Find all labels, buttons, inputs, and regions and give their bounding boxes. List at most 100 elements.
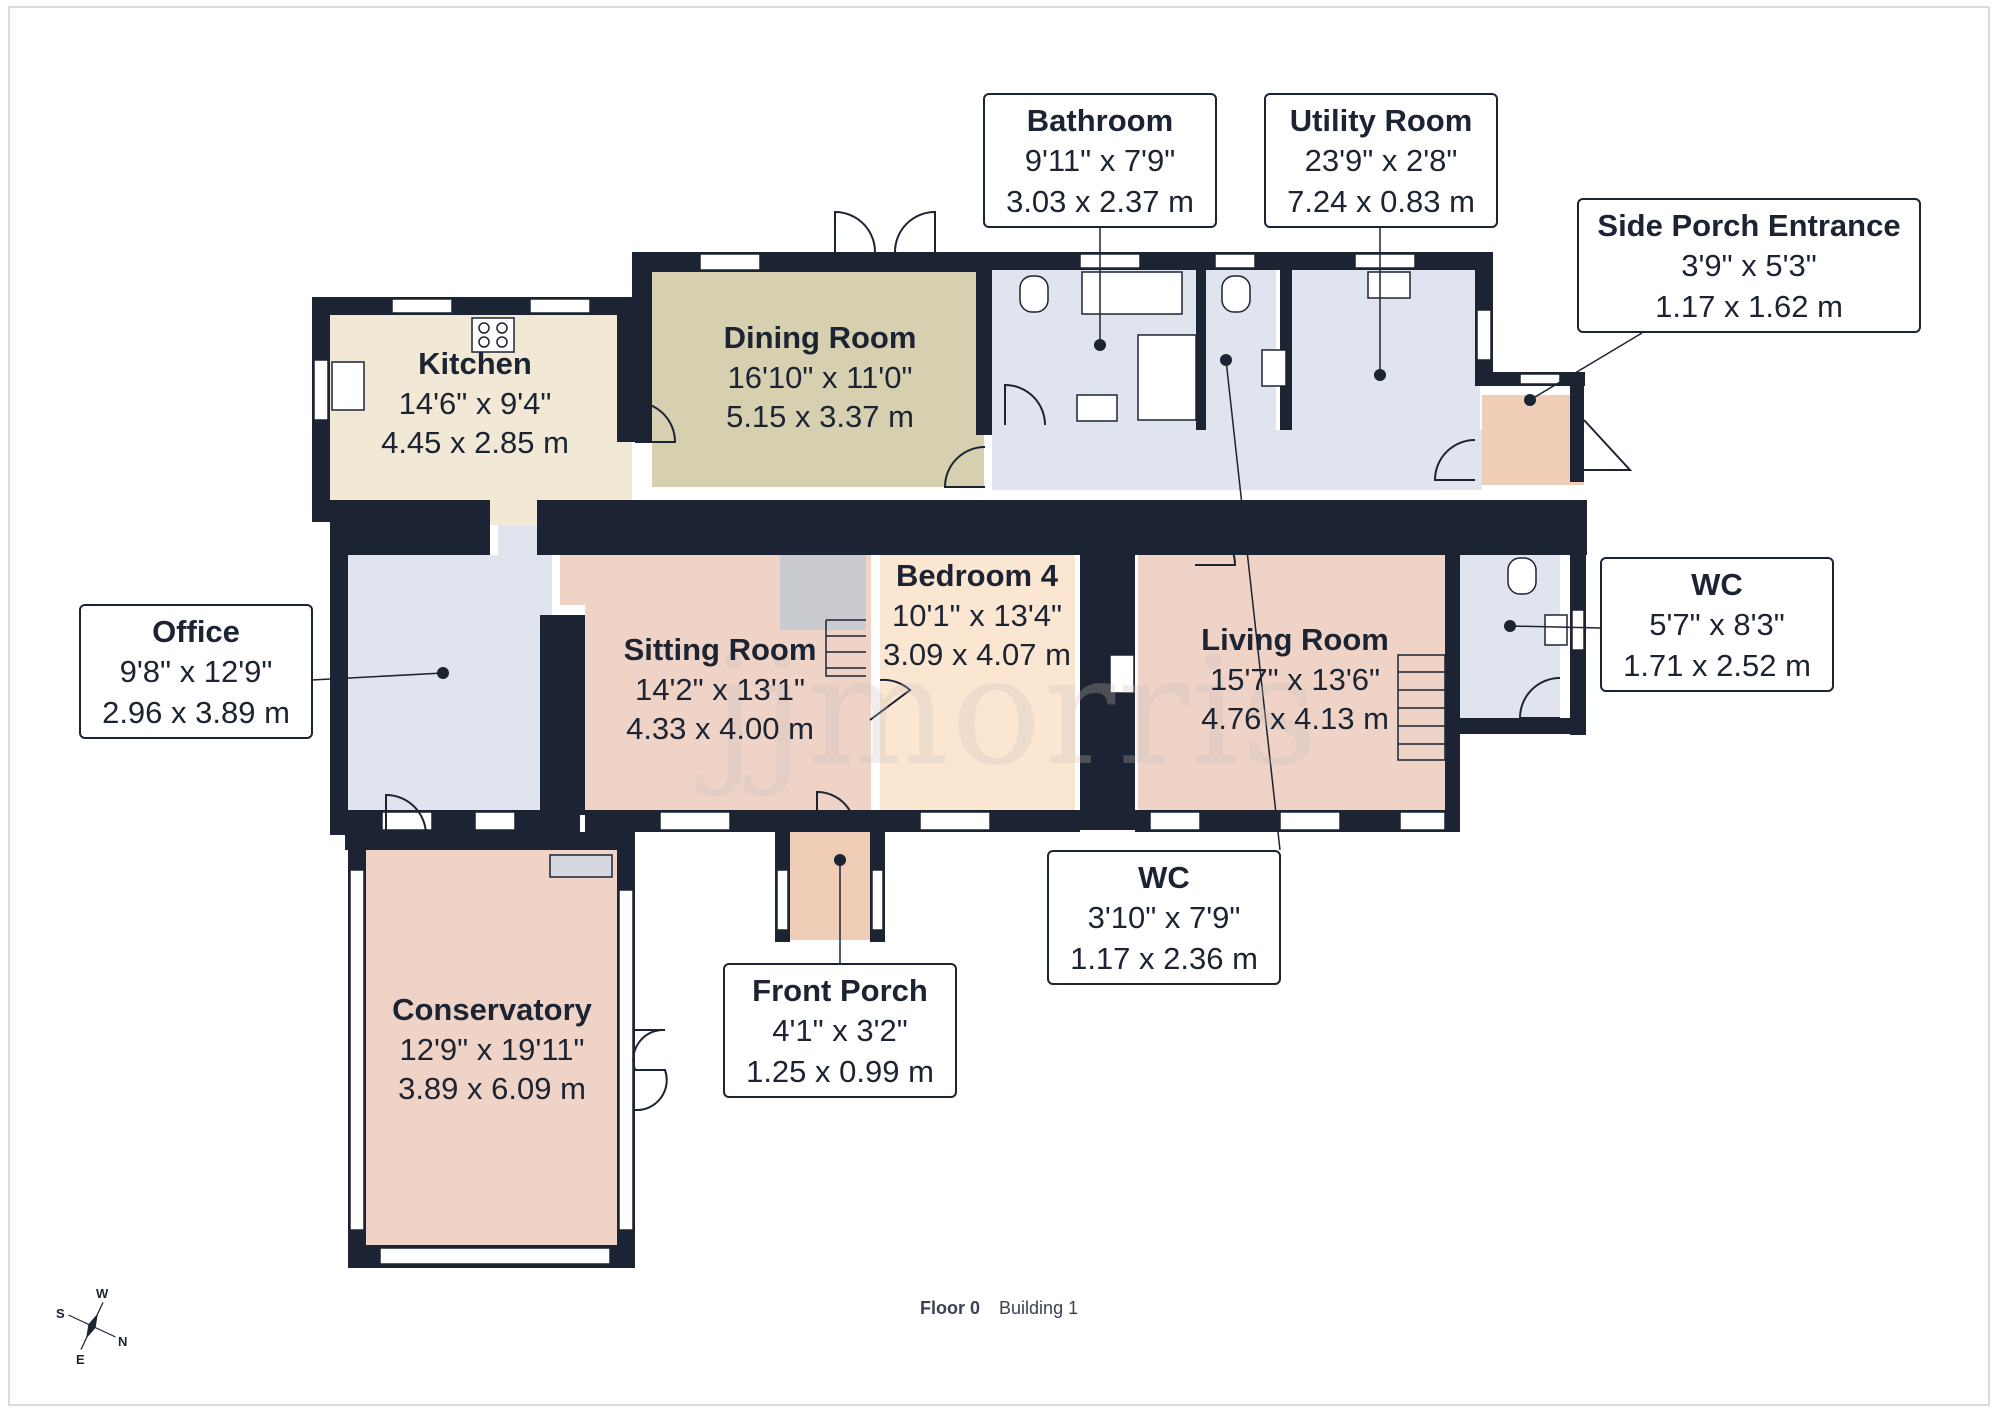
door-arc [1004, 383, 1046, 426]
kitchen-wall-right [617, 297, 635, 442]
callout-dim-metric: 3.03 x 2.37 m [1006, 183, 1194, 219]
leaders [311, 228, 1643, 963]
room-dim-metric: 5.15 x 3.37 m [726, 399, 914, 435]
leader-line [1225, 359, 1281, 851]
window [529, 298, 591, 314]
door-arc [1583, 419, 1633, 471]
door-arc [385, 793, 427, 836]
dining-wall-left [632, 252, 652, 442]
callout-utility-room: Utility Room 23'9" x 2'8" 7.24 x 0.83 m [1264, 93, 1498, 228]
bathtub [1081, 271, 1183, 315]
room-name: Sitting Room [623, 632, 817, 667]
compass-n: N [118, 1334, 128, 1349]
hob [471, 317, 515, 353]
window [379, 1247, 611, 1265]
callout-name: Side Porch Entrance [1597, 208, 1901, 243]
room-dim-imperial: 14'6" x 9'4" [398, 385, 552, 421]
building-label: Building 1 [999, 1298, 1079, 1318]
office-wall-bottom [330, 810, 580, 835]
door-arc [1194, 524, 1237, 566]
radiator [549, 854, 613, 878]
fixtures [331, 271, 1568, 878]
door-arc [869, 678, 912, 721]
kitchen-sink [331, 361, 365, 411]
window [1149, 811, 1201, 831]
floor-label: Floor 0 [920, 1298, 981, 1318]
fireplace [1109, 654, 1135, 694]
window [1214, 253, 1256, 269]
door-arc [943, 446, 986, 488]
room-name: Conservatory [392, 992, 592, 1027]
room-dim-metric: 4.76 x 4.13 m [1201, 701, 1389, 737]
callout-name: Office [152, 614, 240, 649]
room-label-dining: Dining Room 16'10" x 11'0" 5.15 x 3.37 m [690, 318, 950, 437]
window [1279, 811, 1341, 831]
callout-wc-right: WC 5'7" x 8'3" 1.71 x 2.52 m [1600, 557, 1834, 692]
callout-dim-metric: 2.96 x 3.89 m [102, 694, 290, 730]
door-arc [632, 1028, 668, 1112]
leader-line [1509, 625, 1601, 629]
window [391, 298, 453, 314]
basin [1076, 394, 1118, 422]
room-dim-metric: 4.33 x 4.00 m [626, 711, 814, 747]
room-label-sitting: Sitting Room 14'2" x 13'1" 4.33 x 4.00 m [600, 630, 840, 749]
callout-name: Utility Room [1289, 103, 1473, 138]
window [1079, 253, 1141, 269]
callout-dim-imperial: 4'1" x 3'2" [772, 1013, 908, 1049]
window [919, 811, 991, 831]
window [1519, 373, 1561, 385]
window [776, 869, 789, 931]
window [1354, 253, 1416, 269]
room-label-kitchen: Kitchen 14'6" x 9'4" 4.45 x 2.85 m [360, 344, 590, 463]
callout-name: WC [1691, 567, 1743, 602]
callout-name: Front Porch [752, 973, 928, 1008]
callout-dim-imperial: 9'11" x 7'9" [1024, 143, 1176, 179]
stair-living [1397, 654, 1446, 761]
window [659, 811, 731, 831]
window [699, 253, 761, 271]
callout-dim-imperial: 3'9" x 5'3" [1681, 248, 1817, 284]
room-name: Dining Room [723, 320, 917, 355]
door-arc [816, 790, 857, 833]
room-name: Living Room [1201, 622, 1389, 657]
window [381, 811, 433, 831]
room-label-conservatory: Conservatory 12'9" x 19'11" 3.89 x 6.09 … [372, 990, 612, 1109]
window [313, 359, 329, 421]
bedroom4-fill [880, 555, 1075, 810]
room-dim-imperial: 12'9" x 19'11" [399, 1031, 585, 1067]
door-arc [634, 401, 677, 443]
bath-wall-inner [1196, 270, 1206, 430]
leader-line [311, 672, 444, 681]
side-porch-fill [1482, 395, 1584, 485]
compass-rose-icon [68, 1302, 116, 1350]
west-block [330, 500, 490, 555]
room-dim-metric: 3.09 x 4.07 m [883, 637, 1071, 673]
callout-side-porch: Side Porch Entrance 3'9" x 5'3" 1.17 x 1… [1577, 198, 1921, 333]
floor-footer: Floor 0 Building 1 [920, 1298, 1078, 1319]
watermark-text: jjmorris [710, 625, 1320, 799]
compass-w: W [96, 1286, 109, 1301]
callout-front-porch: Front Porch 4'1" x 3'2" 1.25 x 0.99 m [723, 963, 957, 1098]
basin [1261, 349, 1287, 387]
compass-s: S [56, 1306, 65, 1321]
room-name: Bedroom 4 [896, 558, 1058, 593]
basin [1544, 614, 1568, 646]
side-porch-wall-right [1570, 372, 1584, 482]
page-frame [8, 6, 1990, 1406]
center-spine [537, 500, 1587, 555]
door-arc [834, 210, 876, 253]
room-dim-imperial: 16'10" x 11'0" [727, 359, 913, 395]
room-label-living: Living Room 15'7" x 13'6" 4.76 x 4.13 m [1170, 620, 1420, 739]
room-dim-metric: 4.45 x 2.85 m [381, 425, 569, 461]
window [474, 811, 516, 831]
callout-bathroom: Bathroom 9'11" x 7'9" 3.03 x 2.37 m [983, 93, 1217, 228]
callout-wc-center: WC 3'10" x 7'9" 1.17 x 2.36 m [1047, 850, 1281, 985]
callout-dim-imperial: 23'9" x 2'8" [1304, 143, 1458, 179]
callout-dim-metric: 7.24 x 0.83 m [1287, 183, 1475, 219]
window [1571, 609, 1585, 651]
conservatory-fill [365, 835, 617, 1245]
callout-dim-metric: 1.17 x 2.36 m [1070, 940, 1258, 976]
office-wall-right [540, 615, 585, 815]
door-arc [894, 210, 936, 253]
